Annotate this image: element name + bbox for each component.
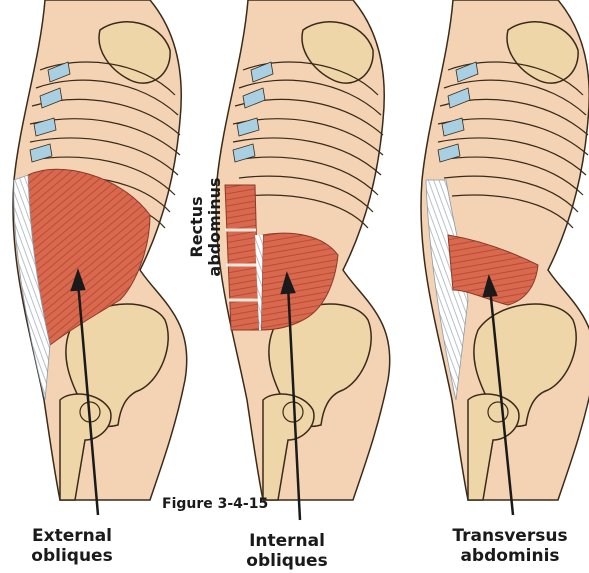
panel-external-obliques (13, 0, 187, 500)
panel-internal-obliques (216, 0, 390, 500)
rectus-abdominus-label: Rectus abdominus (188, 167, 232, 287)
figure-caption: Figure 3-4-15 (162, 496, 268, 512)
label-transversus-abdominis: Transversus abdominis (440, 526, 580, 566)
label-internal-obliques: Internal obliques (232, 531, 342, 571)
label-external-obliques: External obliques (12, 526, 132, 566)
